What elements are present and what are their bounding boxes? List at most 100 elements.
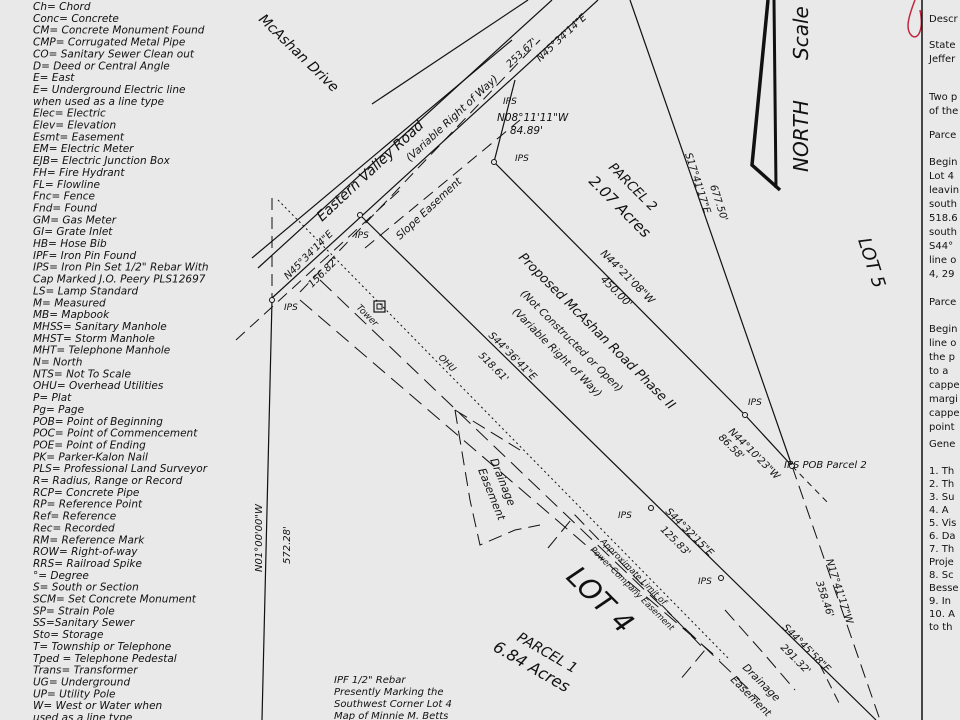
legend-entry: POE= Point of Ending [33,439,146,451]
dist-572-label: 572.28' [282,526,293,564]
description-fragment: 7. Th [929,544,954,555]
bearing-n01-label: N01°00'00"W [254,503,265,572]
bearing-n08-label: N08°11'11"W [497,112,569,124]
legend-entry: POB= Point of Beginning [33,416,163,428]
description-fragment: Besse [929,583,959,594]
legend-entry: Sto= Storage [33,629,103,641]
legend-entry: LS= Lamp Standard [33,285,138,297]
dist-677-label: 677.50' [707,184,729,223]
description-fragment: Two p [928,92,957,103]
legend-entry: PLS= Professional Land Surveyor [33,463,208,475]
ips-label: IPS [748,398,762,408]
ips-label: IPS [284,303,298,313]
description-fragment: Descr [929,14,959,25]
dist-n08-label: 84.89' [510,125,543,137]
description-fragment: Gene [929,439,955,450]
legend-entry: used as a line type [33,712,132,720]
ips-label: IPS [355,231,369,241]
description-fragment: 1. Th [929,466,954,477]
description-fragment: cappe [929,408,959,419]
legend-entry: T= Township or Telephone [33,641,171,653]
legend-entry: S= South or Section [33,582,139,594]
legend-entry: EM= Electric Meter [33,143,134,155]
ips-label: IPS [618,511,632,521]
legend-entry: Elev= Elevation [33,120,116,132]
legend-entry: °= Degree [33,570,89,582]
legend-entry: FH= Fire Hydrant [33,167,125,179]
description-fragment: 3. Su [929,492,954,503]
slope-easement-label: Slope Easement [394,175,465,242]
description-fragment: Lot 4 [929,171,954,182]
legend-entry: Conc= Concrete [33,13,119,25]
legend-entry: E= East [33,72,75,84]
description-fragment: S44° [929,241,953,252]
legend-entry: RP= Reference Point [33,499,143,511]
legend-entry: FL= Flowline [33,179,100,191]
description-fragment: 2. Th [929,479,954,490]
description-fragment: the p [929,352,955,363]
description-fragment: margi [929,394,958,405]
legend-entry: CMP= Corrugated Metal Pipe [33,37,185,49]
legend-entry: MHSS= Sanitary Manhole [33,321,167,333]
legend-entry: RRS= Railroad Spike [33,558,142,570]
legend-entry: OHU= Overhead Utilities [33,380,164,392]
legend-entry: Fnc= Fence [33,191,95,203]
north-label: NORTH [789,100,813,172]
legend-entry: Rec= Recorded [33,522,115,534]
legend-entry: Trans= Transformer [33,665,138,677]
description-fragment: Begin [929,157,957,168]
ipf-note-line4: Map of Minnie M. Betts [334,711,448,720]
legend-entry: CO= Sanitary Sewer Clean out [33,48,195,60]
legend-entry: Ch= Chord [33,1,91,13]
plat-linework [235,0,923,720]
legend-entry: Ref= Reference [33,511,116,523]
legend-entry: Fnd= Found [33,202,97,214]
legend-entry: Tped = Telephone Pedestal [33,653,177,665]
legend-entry: RM= Reference Mark [33,534,145,546]
description-fragment: line o [929,338,956,349]
legend-entry: N= North [33,357,82,369]
description-fragment: State [929,40,955,51]
legend-entry: GM= Gas Meter [33,214,117,226]
description-fragment: Proje [929,557,954,568]
description-fragment: Jeffer [928,54,956,65]
legend-entry: Cap Marked J.O. Peery PLS12697 [33,274,206,286]
description-fragment: south [929,227,957,238]
legend-entry: ROW= Right-of-way [33,546,138,558]
legend-entry: R= Radius, Range or Record [33,475,183,487]
description-fragment: Parce [929,297,956,308]
ipf-note-line1: IPF 1/2" Rebar [334,675,406,686]
ips-label: IPS [698,577,712,587]
dist-156-label: 156.82' [306,256,340,290]
legend-entry: MHT= Telephone Manhole [33,345,170,357]
bearing-s17-label: S17°41'17"E [682,152,712,216]
legend-entry: MHST= Storm Manhole [33,333,155,345]
legend-entry: E= Underground Electric line [33,84,185,96]
legend-entry: IPS= Iron Pin Set 1/2" Rebar With [33,262,209,274]
description-fragment: south [929,199,957,210]
description-fragment: 518.6 [929,213,958,224]
legend-entry: NTS= Not To Scale [33,368,131,380]
ipf-note-line2: Presently Marking the [334,687,444,698]
legend-entry: W= West or Water when [33,700,162,712]
legend-entry: Elec= Electric [33,108,106,120]
description-fragment: 4. A [929,505,949,516]
legend-entry: SCM= Set Concrete Monument [33,594,197,606]
road-mcashan-drive: McAshan Drive [255,11,341,95]
description-fragment: Parce [929,130,956,141]
legend-entry: M= Measured [33,297,106,309]
legend-entry: P= Plat [33,392,72,404]
plat-labels: McAshan Drive Eastern Valley Road (Varia… [254,6,889,720]
legend-entry: Esmt= Easement [33,131,125,143]
description-fragment: 8. Sc [929,570,954,581]
description-fragment: to a [929,366,948,377]
ips-label: IPS [515,154,529,164]
scale-label: Scale [789,6,813,60]
ips-pob-label: IPS POB Parcel 2 [784,460,867,471]
description-fragment: 4, 29 [929,269,954,280]
description-fragment: point [929,422,955,433]
legend-entry: MB= Mapbook [33,309,110,321]
bearing-top-label: N45°34'14"E [535,12,590,64]
